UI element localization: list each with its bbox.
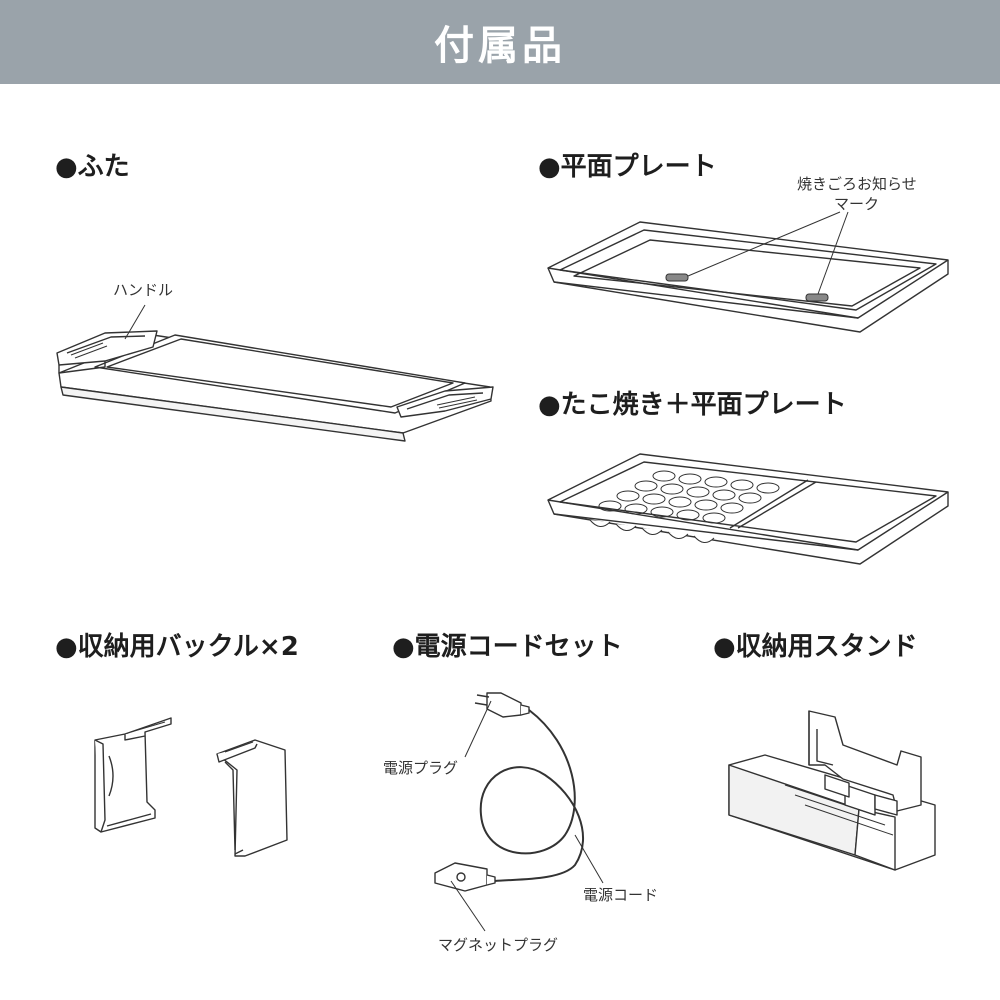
cord-set-illustration	[425, 685, 610, 900]
section-title-takoyaki-plate: ●たこ焼き＋平面プレート	[538, 390, 847, 420]
mark-label-line1: 焼きごろお知らせ	[797, 175, 917, 193]
takoyaki-plate-illustration	[540, 442, 960, 572]
handle-label: ハンドル	[113, 281, 174, 299]
handle-leader-line	[125, 305, 145, 339]
power-plug-icon	[475, 693, 529, 717]
section-title-cord-set: ●電源コードセット	[392, 632, 623, 662]
section-title-buckle: ●収納用バックル×2	[55, 632, 299, 662]
mark-label-line2: マーク	[834, 195, 880, 213]
section-title-flat-plate: ●平面プレート	[538, 152, 717, 182]
page-title: 付属品	[434, 23, 566, 69]
page-header: 付属品	[0, 0, 1000, 84]
cord-leader-lines	[451, 701, 603, 931]
doneness-mark-icons	[666, 274, 828, 301]
section-title-stand: ●収納用スタンド	[713, 632, 918, 662]
power-cord-label: 電源コード	[583, 886, 659, 904]
stand-slot-lines	[785, 785, 893, 835]
takoyaki-well-bottoms	[590, 520, 714, 543]
power-cord-line	[481, 710, 583, 881]
stand-illustration	[725, 705, 955, 875]
magnet-plug-icon	[435, 863, 495, 891]
takoyaki-wells	[599, 471, 779, 523]
section-title-lid: ●ふた	[55, 152, 130, 182]
mark-leader-lines	[688, 212, 848, 294]
buckle-illustration	[85, 710, 305, 860]
buckle-grip-lines	[131, 722, 253, 752]
power-plug-label: 電源プラグ	[383, 759, 459, 777]
magnet-plug-label: マグネットプラグ	[438, 936, 559, 954]
lid-handle-grips	[71, 343, 477, 408]
flat-plate-illustration	[540, 210, 960, 340]
lid-illustration	[45, 295, 505, 455]
